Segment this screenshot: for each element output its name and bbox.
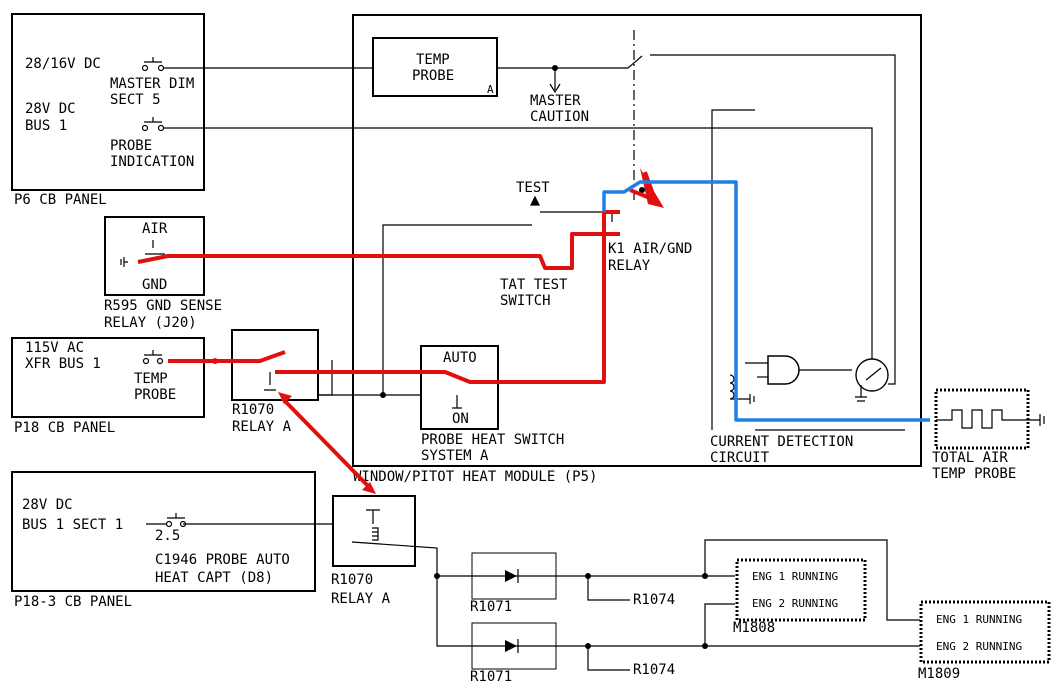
coil-icon <box>729 374 755 404</box>
diode-icon <box>471 622 557 670</box>
module-title: WINDOW/PITOT HEAT MODULE (P5) <box>353 469 597 485</box>
master-caution-line1: MASTER <box>530 93 581 109</box>
test-label: TEST <box>516 180 550 196</box>
diode-icon <box>471 552 557 600</box>
p18-3-breaker-line1: C1946 PROBE AUTO <box>155 552 290 568</box>
total-air-temp-probe: TOTAL AIR TEMP PROBE <box>932 388 1045 482</box>
temp-probe-box <box>372 37 498 97</box>
p18-supply-line1: 115V AC <box>25 340 84 356</box>
p6-supply2-line1: 28V DC <box>25 101 76 117</box>
m1808-eng2: ENG 2 RUNNING <box>752 597 838 610</box>
probe-heat-on: ON <box>452 411 469 427</box>
probe-heat-line2: SYSTEM A <box>421 448 489 464</box>
r1070-bottom-line2: RELAY A <box>331 591 391 607</box>
black-wiring: R1071 R1071 R1074 R1074 <box>164 54 920 685</box>
r595-gnd-label: GND <box>142 277 167 293</box>
probe-heat-line1: PROBE HEAT SWITCH <box>421 432 564 448</box>
r1070-top-line2: RELAY A <box>232 419 292 435</box>
probe-heat-auto: AUTO <box>443 350 477 366</box>
probe-heat-switch-box <box>420 345 499 430</box>
m1808-module: ENG 1 RUNNING ENG 2 RUNNING M1808 <box>733 558 867 636</box>
r595-label-line1: R595 GND SENSE <box>104 298 222 314</box>
diode-1-label: R1071 <box>470 599 512 615</box>
r595-label-line2: RELAY (J20) <box>104 315 197 331</box>
p18-3-panel-title: P18-3 CB PANEL <box>14 594 132 610</box>
p18-3-supply-line1: 28V DC <box>22 497 73 513</box>
p6-breaker1-line2: SECT 5 <box>110 92 161 108</box>
p6-breaker2-line1: PROBE <box>110 138 152 154</box>
red-current-path <box>137 168 664 494</box>
m1809-module: ENG 1 RUNNING ENG 2 RUNNING M1809 <box>918 600 1051 682</box>
k1-relay-line2: RELAY <box>608 258 651 274</box>
window-pitot-heat-module: WINDOW/PITOT HEAT MODULE (P5) TEMP PROBE… <box>352 14 922 485</box>
circuit-breaker-icon <box>165 513 187 528</box>
temp-probe-tag: A <box>487 83 494 96</box>
r1070-relay-a-bottom: R1070 RELAY A <box>331 495 416 607</box>
diode-2-label: R1071 <box>470 669 512 685</box>
p18-breaker-line2: PROBE <box>134 387 176 403</box>
blue-current-path <box>602 180 930 422</box>
cdc-line1: CURRENT DETECTION <box>710 434 853 450</box>
r1074-1-label: R1074 <box>633 592 675 608</box>
p18-3-rating: 2.5 <box>155 528 180 544</box>
m1809-eng2: ENG 2 RUNNING <box>936 640 1022 653</box>
k1-relay-line1: K1 AIR/GND <box>608 241 692 257</box>
and-gate-icon <box>767 355 800 385</box>
r1074-2-label: R1074 <box>633 662 675 678</box>
tat-probe-line1: TOTAL AIR <box>932 450 1008 466</box>
r1070-bottom-line1: R1070 <box>331 572 373 588</box>
r595-gnd-sense-relay: AIR GND R595 GND SENSE RELAY (J20) <box>104 216 222 331</box>
p6-supply1: 28/16V DC <box>25 56 101 72</box>
r1070-top-line1: R1070 <box>232 402 274 418</box>
tat-switch-line1: TAT TEST <box>500 277 568 293</box>
temp-probe-line2: PROBE <box>412 68 454 84</box>
m1809-eng1: ENG 1 RUNNING <box>936 613 1022 626</box>
master-caution-line2: CAUTION <box>530 109 589 125</box>
p6-supply2-line2: BUS 1 <box>25 118 67 134</box>
m1809-label: M1809 <box>918 666 960 682</box>
p6-breaker1-line1: MASTER DIM <box>110 76 194 92</box>
r595-air-label: AIR <box>142 221 168 237</box>
p18-3-breaker-line2: HEAT CAPT (D8) <box>155 570 273 586</box>
r1070-relay-a-top: R1070 RELAY A <box>231 329 319 435</box>
circuit-breaker-icon <box>141 57 165 72</box>
p6-breaker2-line2: INDICATION <box>110 154 194 170</box>
p6-cb-panel: 28/16V DC 28V DC BUS 1 MASTER DIM SECT 5… <box>11 13 205 208</box>
m1808-label: M1808 <box>733 620 775 636</box>
p18-3-supply-line2: BUS 1 SECT 1 <box>22 517 123 533</box>
circuit-breaker-icon <box>141 117 165 132</box>
p6-panel-title: P6 CB PANEL <box>14 192 107 208</box>
p18-supply-line2: XFR BUS 1 <box>25 356 101 372</box>
tat-probe-line2: TEMP PROBE <box>932 466 1016 482</box>
p18-cb-panel: 115V AC XFR BUS 1 TEMP PROBE P18 CB PANE… <box>11 337 205 436</box>
circuit-breaker-icon <box>142 350 164 365</box>
temp-probe-line1: TEMP <box>416 52 450 68</box>
m1808-eng1: ENG 1 RUNNING <box>752 570 838 583</box>
cdc-line2: CIRCUIT <box>710 450 770 466</box>
p18-panel-title: P18 CB PANEL <box>14 420 115 436</box>
tat-switch-line2: SWITCH <box>500 293 551 309</box>
p18-3-cb-panel: 28V DC BUS 1 SECT 1 2.5 C1946 PROBE AUTO… <box>11 471 316 610</box>
p18-breaker-line1: TEMP <box>134 371 168 387</box>
